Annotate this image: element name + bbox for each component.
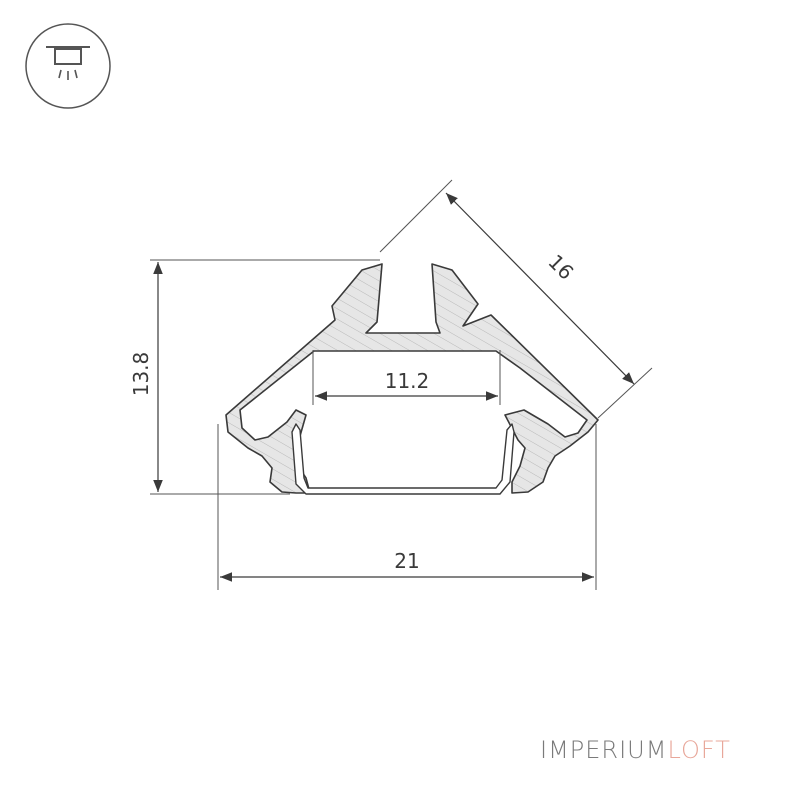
logo-part-imperium: IMPERIUM [540, 736, 668, 764]
dim-diagonal-line [445, 192, 635, 385]
dim-total-label: 21 [394, 549, 419, 573]
dim-height-label: 13.8 [129, 352, 153, 397]
aluminum-profile [225, 263, 599, 495]
ceiling-mount-light-icon [25, 23, 111, 109]
logo-part-loft: LOFT [667, 736, 731, 764]
diffuser [291, 423, 515, 495]
profile-body [225, 263, 599, 494]
brand-logo: IMPERIUMLOFT [540, 736, 731, 764]
dim-diagonal-label: 16 [543, 250, 578, 285]
dim-inner-label: 11.2 [385, 369, 430, 393]
dimension-lines [153, 192, 635, 582]
